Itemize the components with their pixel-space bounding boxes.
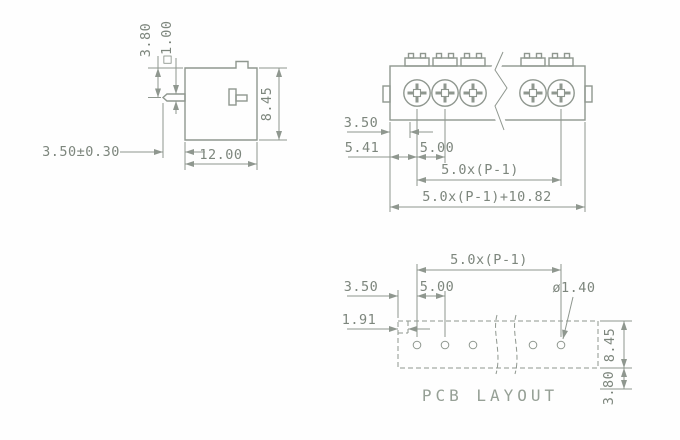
solder-pin bbox=[161, 93, 186, 102]
dim-front-pitch: 5.00 bbox=[420, 140, 455, 156]
break-line bbox=[494, 51, 508, 131]
pcb-break-line-2 bbox=[514, 314, 518, 375]
front-view: 3.50 5.41 5.00 5.0x(P-1) 5.0x(P-1)+10.82 bbox=[344, 50, 593, 212]
pcb-dimensions: 5.0x(P-1) 3.50 5.00 1.91 ø1.40 8.45 3.80 bbox=[342, 252, 632, 405]
terminal-3 bbox=[458, 52, 488, 108]
dim-pin-offset: 3.80 bbox=[138, 23, 154, 58]
pcb-hole-2 bbox=[440, 340, 450, 350]
dim-total-width: 5.0x(P-1)+10.82 bbox=[422, 189, 551, 205]
right-flange bbox=[584, 85, 593, 103]
dim-pcb-offset: 3.80 bbox=[601, 371, 617, 406]
dim-body-height: 8.45 bbox=[259, 87, 275, 122]
dim-hole-diameter: ø1.40 bbox=[552, 280, 595, 296]
side-view-dimensions: 3.80 □1.00 8.45 12.00 3.50±0.30 bbox=[42, 20, 287, 170]
left-flange bbox=[382, 85, 391, 103]
connector-body-side bbox=[184, 60, 258, 141]
pcb-hole-4 bbox=[528, 340, 538, 350]
clamp-detail bbox=[228, 88, 237, 106]
pcb-hole-5 bbox=[556, 340, 566, 350]
front-view-dimensions: 3.50 5.41 5.00 5.0x(P-1) 5.0x(P-1)+10.82 bbox=[344, 109, 586, 212]
dim-pcb-step: 1.91 bbox=[342, 312, 377, 328]
dim-body-depth: 12.00 bbox=[199, 147, 242, 163]
terminal-4 bbox=[518, 52, 548, 108]
dim-pcb-span: 5.0x(P-1) bbox=[450, 252, 528, 268]
dim-end-margin: 5.41 bbox=[345, 140, 380, 156]
dim-front-span: 5.0x(P-1) bbox=[441, 162, 519, 178]
dim-pin-square: □1.00 bbox=[159, 20, 175, 63]
pcb-layout-view: 5.0x(P-1) 3.50 5.00 1.91 ø1.40 8.45 3.80… bbox=[342, 252, 632, 405]
pcb-break-line-1 bbox=[495, 314, 499, 375]
pcb-outline bbox=[397, 320, 599, 369]
terminal-5 bbox=[546, 52, 576, 108]
dim-pcb-edge: 3.50 bbox=[344, 279, 379, 295]
dim-pin-length: 3.50±0.30 bbox=[42, 144, 120, 160]
side-view: 3.80 □1.00 8.45 12.00 3.50±0.30 bbox=[42, 20, 287, 170]
clamp-screw-detail bbox=[235, 94, 248, 102]
terminal-2 bbox=[430, 52, 460, 108]
dim-pcb-height: 8.45 bbox=[602, 328, 618, 363]
terminal-1 bbox=[402, 52, 432, 108]
pcb-layout-label: PCB LAYOUT bbox=[422, 386, 558, 405]
dim-pcb-pitch: 5.00 bbox=[420, 279, 455, 295]
dim-front-edge: 3.50 bbox=[344, 115, 379, 131]
pcb-hole-1 bbox=[412, 340, 422, 350]
pcb-hole-3 bbox=[468, 340, 478, 350]
